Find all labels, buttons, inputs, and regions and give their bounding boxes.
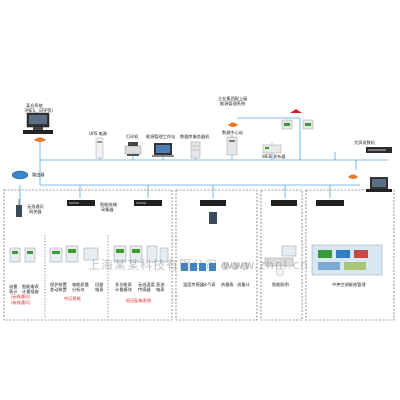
multi-meter-label-1: 多功能表 [115,282,132,287]
firewall-icon [34,137,46,142]
medium-voltage-red-label: 中压系统 [64,296,81,301]
power-analyzer-label-2: 分析仪 [72,287,85,292]
multi-meter-label-2: 计量模块 [115,287,132,292]
smart-gateway-label-1: 智能前端 [100,202,117,207]
middle-label-heat: 热量表 [221,282,234,287]
middle-gateway [200,200,226,224]
middle-label-water-gas: 水气表 [203,282,216,287]
printer-label: 打印机 [126,134,139,139]
big-screen-computer [366,177,392,192]
lighting-gateway [271,200,297,206]
router-icon [11,170,29,180]
data-center-icon [226,136,238,156]
ups-label: UPS 电源 [89,131,107,136]
central-ac-label: 中央空调能效管理 [332,282,366,287]
web-publisher-label: WEB 发布器 [262,154,286,159]
smart-gateway-1 [67,200,95,206]
smart-gateway-label-2: 采集器 [101,207,114,212]
middle-label-temp: 温度传感器 [183,282,204,287]
router-label: 路由器 [32,172,45,177]
host-system-computer [23,112,53,134]
firewall-right-icon [348,174,358,179]
temp-sensor-label-1: 无线温度 [138,282,155,287]
firewall-top-icon [228,122,238,127]
lighting-devices [264,245,297,277]
workstation-icon [152,143,174,157]
breaker-label-2: 电表 [95,287,104,292]
low-voltage-red-label: 低压配电系统 [126,298,152,303]
network-switch-icon [366,147,392,153]
wireless-gateway-icon [16,199,22,217]
dc-meter-label-1: 直流 [156,282,165,287]
gas-meter-label-2: 表计 [9,289,18,294]
left-subsection-dividers [44,235,109,318]
wireless-gateway-label-2: 网关器 [29,209,42,214]
web-publisher-icon [262,144,282,154]
db-server-icon [190,141,201,159]
energy-meter-label-1: 智能电表 [22,284,39,289]
energy-meter-label-2: 计量插座 [22,289,39,294]
enterprise-mgmt-icon [281,109,314,130]
host-system-label-1: 某仓系统 [26,103,43,108]
big-screen-label: 大屏发数机 [354,140,375,145]
protection-label-2: 差动装置 [50,287,67,292]
smart-gateway-2 [134,200,162,206]
ups-icon [95,137,104,159]
enterprise-label-2: 能源管理系统 [220,101,246,106]
host-system-label-2: （MES、ERP等） [22,108,56,113]
network-bus-lines [19,117,388,205]
gas-meter-label-1: 流量 [9,284,18,289]
section-boxes [3,189,395,321]
wireless-comm-red-label: （无线通讯） [8,294,34,299]
ac-gateway [316,200,344,206]
power-analyzer-label-1: 电能质量 [72,282,89,287]
middle-label-flow: 流量计 [237,282,250,287]
temp-sensor-label-2: 传感器 [138,287,151,292]
data-center-label: 数据中心站 [222,130,243,135]
breaker-label-1: 回路 [95,282,104,287]
middle-sensors [181,262,249,271]
left-device-screens [12,249,140,254]
wired-comm-red-label: （有线通讯） [8,300,34,305]
smart-lighting-label: 智能照明 [272,282,289,287]
dc-meter-label-2: 电表 [156,287,165,292]
printer-icon [124,142,142,156]
central-ac-panel [311,244,383,276]
wireless-gateway-label-1: 无线通讯 [27,204,44,209]
enterprise-label-1: 企业集团配上级 [218,96,248,101]
watermark: 上海某某科技有限公司 www.zhnl.cn [88,258,309,272]
workstation-label: 能源管理工作站 [146,134,176,139]
protection-label-1: 保护装置 [50,282,67,287]
db-server-label: 数据库服务器机 [180,134,210,139]
